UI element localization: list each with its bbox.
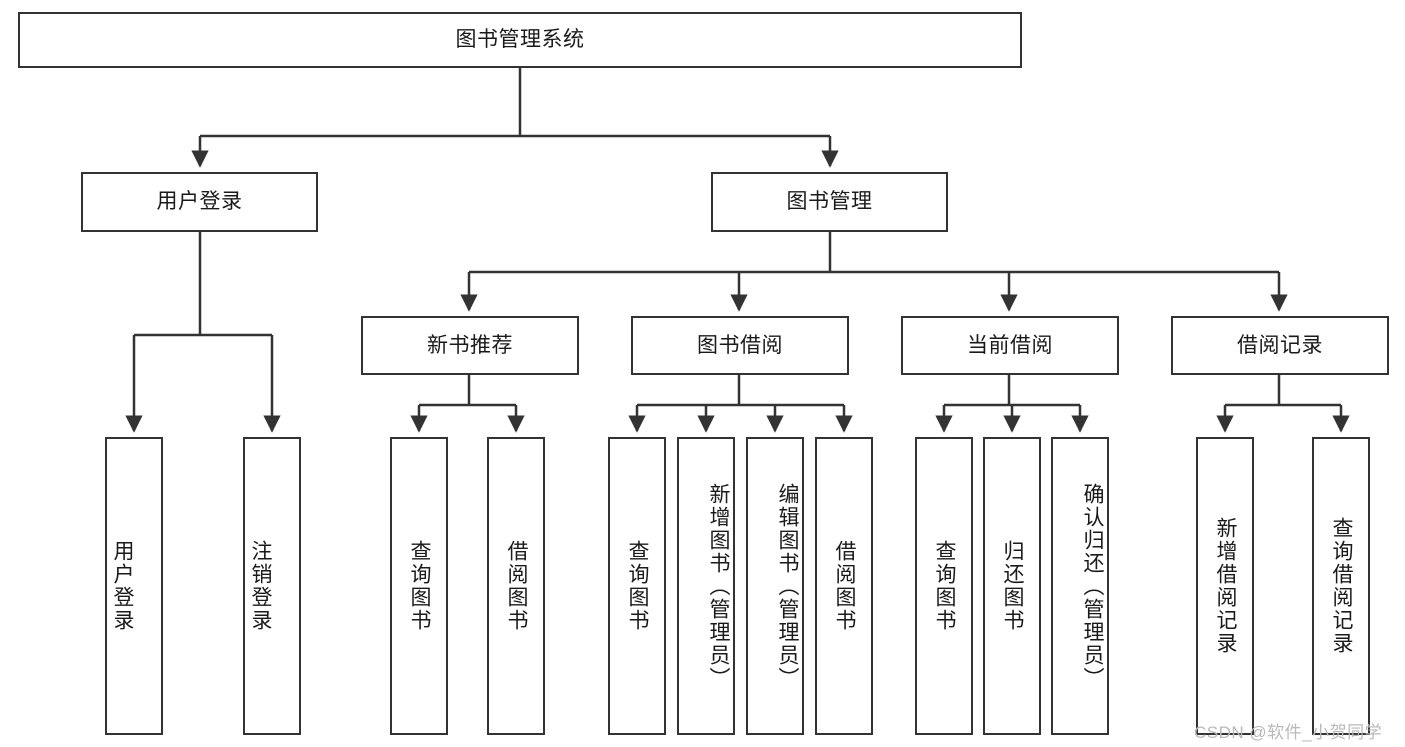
leaf-borrow-book-new[interactable]: 借阅图书 [487, 437, 545, 735]
leaf-query-book-cur[interactable]: 查询图书 [915, 437, 973, 735]
node-borrow-record[interactable]: 借阅记录 [1171, 316, 1389, 375]
node-current-borrow[interactable]: 当前借阅 [901, 316, 1119, 375]
leaf-confirm-return[interactable]: 确认归还（管理员） [1051, 437, 1109, 735]
leaf-logout[interactable]: 注销登录 [243, 437, 301, 735]
node-book-borrow[interactable]: 图书借阅 [631, 316, 849, 375]
leaf-add-record[interactable]: 新增借阅记录 [1196, 437, 1254, 735]
csdn-watermark: CSDN @软件_小贺同学 [1194, 723, 1383, 742]
leaf-borrow-book[interactable]: 借阅图书 [815, 437, 873, 735]
leaf-query-book[interactable]: 查询图书 [608, 437, 666, 735]
leaf-user-login[interactable]: 用户登录 [105, 437, 163, 735]
leaf-query-book-new[interactable]: 查询图书 [390, 437, 448, 735]
leaf-query-record[interactable]: 查询借阅记录 [1312, 437, 1370, 735]
node-new-book-recommend[interactable]: 新书推荐 [361, 316, 579, 375]
node-user-login[interactable]: 用户登录 [81, 172, 318, 232]
leaf-edit-book[interactable]: 编辑图书（管理员） [746, 437, 804, 735]
leaf-add-book[interactable]: 新增图书（管理员） [677, 437, 735, 735]
node-book-management[interactable]: 图书管理 [711, 172, 948, 232]
node-root[interactable]: 图书管理系统 [18, 12, 1022, 68]
leaf-return-book[interactable]: 归还图书 [983, 437, 1041, 735]
